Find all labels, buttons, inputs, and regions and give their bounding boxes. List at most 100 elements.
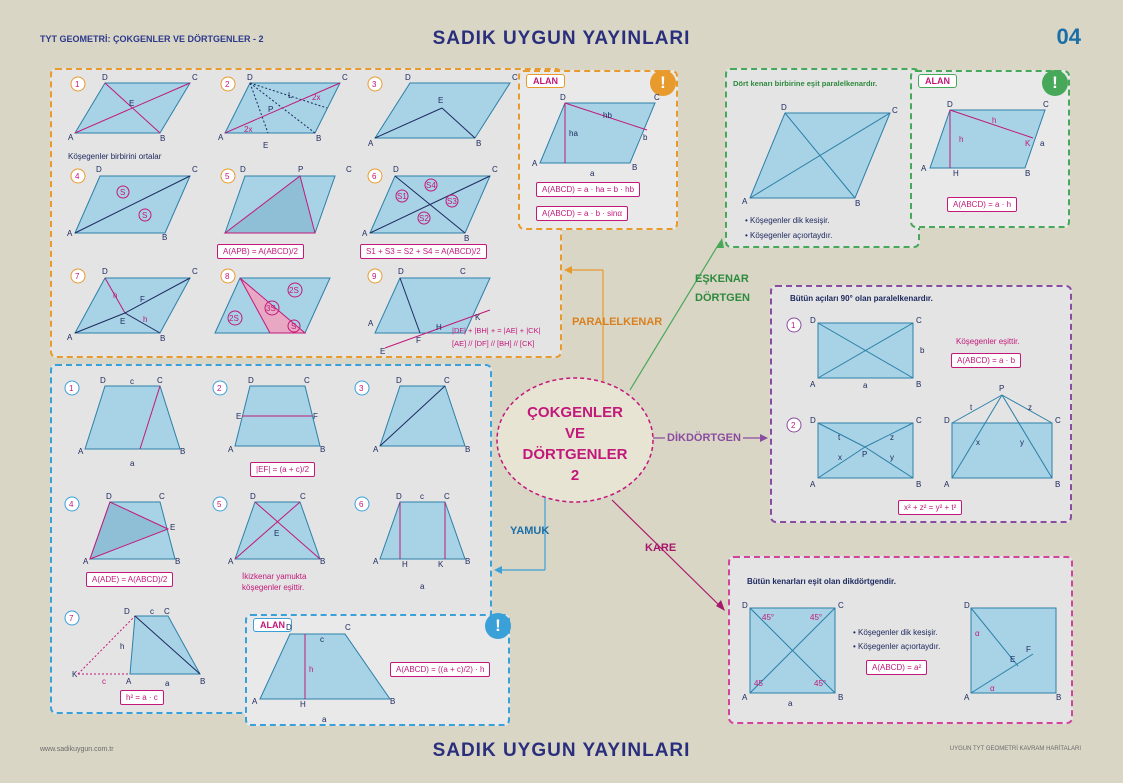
svg-text:H: H xyxy=(436,323,442,332)
svg-text:K: K xyxy=(475,313,481,322)
svg-text:A: A xyxy=(68,133,74,142)
svg-text:P: P xyxy=(862,450,867,459)
svg-text:C: C xyxy=(300,492,306,501)
svg-text:3: 3 xyxy=(372,80,377,89)
yamuk-note-5-line1: İkizkenar yamukta xyxy=(242,572,307,581)
svg-text:B: B xyxy=(160,334,165,343)
svg-text:D: D xyxy=(810,416,816,425)
svg-text:S: S xyxy=(291,322,296,331)
svg-text:C: C xyxy=(916,416,922,425)
dikdortgen-area-formula: A(ABCD) = a · b xyxy=(951,353,1022,368)
svg-text:A: A xyxy=(964,693,970,702)
eskenar-prop-2: • Köşegenler açıortaydır. xyxy=(745,231,833,240)
yamuk-formula-7: h² = a · c xyxy=(120,690,164,705)
svg-text:C: C xyxy=(192,165,198,174)
center-line-2: VE xyxy=(564,425,585,442)
footer-publisher: SADIK UYGUN YAYINLARI xyxy=(432,740,691,761)
svg-text:E: E xyxy=(263,141,268,150)
svg-text:B: B xyxy=(465,445,470,454)
svg-text:a: a xyxy=(165,679,170,688)
kare-area-formula: A(ABCD) = a² xyxy=(866,660,928,675)
svg-text:C: C xyxy=(654,93,660,102)
svg-text:A: A xyxy=(373,445,379,454)
svg-text:45: 45 xyxy=(754,679,763,688)
dikdortgen-prop: Köşegenler eşittir. xyxy=(956,337,1020,346)
paralelkenar-formula-6: S1 + S3 = S2 + S4 = A(ABCD)/2 xyxy=(360,244,487,259)
svg-text:A: A xyxy=(126,677,132,686)
svg-text:1: 1 xyxy=(791,321,796,330)
svg-text:7: 7 xyxy=(69,614,74,623)
svg-text:C: C xyxy=(444,376,450,385)
svg-text:hb: hb xyxy=(603,111,612,120)
center-line-1: ÇOKGENLER xyxy=(527,404,623,421)
svg-text:D: D xyxy=(944,416,950,425)
svg-text:6: 6 xyxy=(372,172,377,181)
svg-text:B: B xyxy=(180,447,185,456)
svg-text:5: 5 xyxy=(225,172,230,181)
svg-text:H: H xyxy=(300,700,306,709)
svg-text:S3: S3 xyxy=(447,197,457,206)
branch-eskenar-line2: DÖRTGEN xyxy=(695,292,750,304)
svg-text:D: D xyxy=(810,316,816,325)
svg-text:6: 6 xyxy=(359,500,364,509)
svg-text:a: a xyxy=(420,582,425,591)
svg-text:A: A xyxy=(532,159,538,168)
paralelkenar-area-formula-2: A(ABCD) = a · b · sinα xyxy=(536,206,628,221)
kare-prop-2: • Köşegenler açıortaydır. xyxy=(853,642,941,651)
svg-text:45°: 45° xyxy=(762,613,774,622)
svg-text:B: B xyxy=(476,139,481,148)
svg-text:z: z xyxy=(890,433,894,442)
svg-text:A: A xyxy=(67,229,73,238)
eskenar-prop-1: • Köşegenler dik kesişir. xyxy=(745,216,830,225)
svg-text:3S: 3S xyxy=(266,304,276,313)
paralelkenar-formula-5: A(APB) = A(ABCD)/2 xyxy=(217,244,304,259)
svg-text:A: A xyxy=(742,197,748,206)
footer-website[interactable]: www.sadikuygun.com.tr xyxy=(40,746,114,753)
svg-text:E: E xyxy=(438,96,443,105)
kare-title: Bütün kenarları eşit olan dikdörtgendir. xyxy=(747,577,896,586)
svg-text:D: D xyxy=(396,376,402,385)
svg-text:1: 1 xyxy=(69,384,74,393)
svg-text:B: B xyxy=(632,163,637,172)
svg-text:A: A xyxy=(228,445,234,454)
svg-text:C: C xyxy=(342,73,348,82)
svg-text:h: h xyxy=(120,642,124,651)
svg-text:D: D xyxy=(247,73,253,82)
svg-text:D: D xyxy=(96,165,102,174)
svg-text:B: B xyxy=(200,677,205,686)
svg-text:2: 2 xyxy=(217,384,222,393)
svg-text:B: B xyxy=(160,134,165,143)
svg-text:α: α xyxy=(975,629,980,638)
svg-text:t: t xyxy=(970,403,973,412)
svg-text:8: 8 xyxy=(225,272,230,281)
svg-text:2S: 2S xyxy=(229,314,239,323)
svg-text:A: A xyxy=(83,557,89,566)
svg-text:c: c xyxy=(420,492,424,501)
branch-dikdortgen: DİKDÖRTGEN xyxy=(665,432,743,444)
svg-text:c: c xyxy=(130,377,134,386)
svg-text:45°: 45° xyxy=(814,679,826,688)
svg-text:C: C xyxy=(159,492,165,501)
eskenar-area-formula: A(ABCD) = a · h xyxy=(947,197,1018,212)
svg-text:x: x xyxy=(976,438,980,447)
svg-text:D: D xyxy=(106,492,112,501)
svg-text:K: K xyxy=(438,560,444,569)
svg-text:A: A xyxy=(810,480,816,489)
svg-text:D: D xyxy=(240,165,246,174)
svg-text:C: C xyxy=(192,73,198,82)
svg-text:c: c xyxy=(320,635,324,644)
svg-text:B: B xyxy=(916,380,921,389)
svg-text:C: C xyxy=(164,607,170,616)
svg-text:C: C xyxy=(512,73,518,82)
paralelkenar-area-formula-1: A(ABCD) = a · ha = b · hb xyxy=(536,182,641,197)
svg-text:S: S xyxy=(120,188,125,197)
svg-text:H: H xyxy=(402,560,408,569)
eskenar-area-tag: ALAN xyxy=(918,74,957,88)
svg-text:A: A xyxy=(67,333,73,342)
svg-text:D: D xyxy=(102,73,108,82)
footer-series: UYGUN TYT GEOMETRİ KAVRAM HARİTALARI xyxy=(949,746,1081,752)
svg-text:A: A xyxy=(944,480,950,489)
yamuk-area-tag: ALAN xyxy=(253,618,292,632)
